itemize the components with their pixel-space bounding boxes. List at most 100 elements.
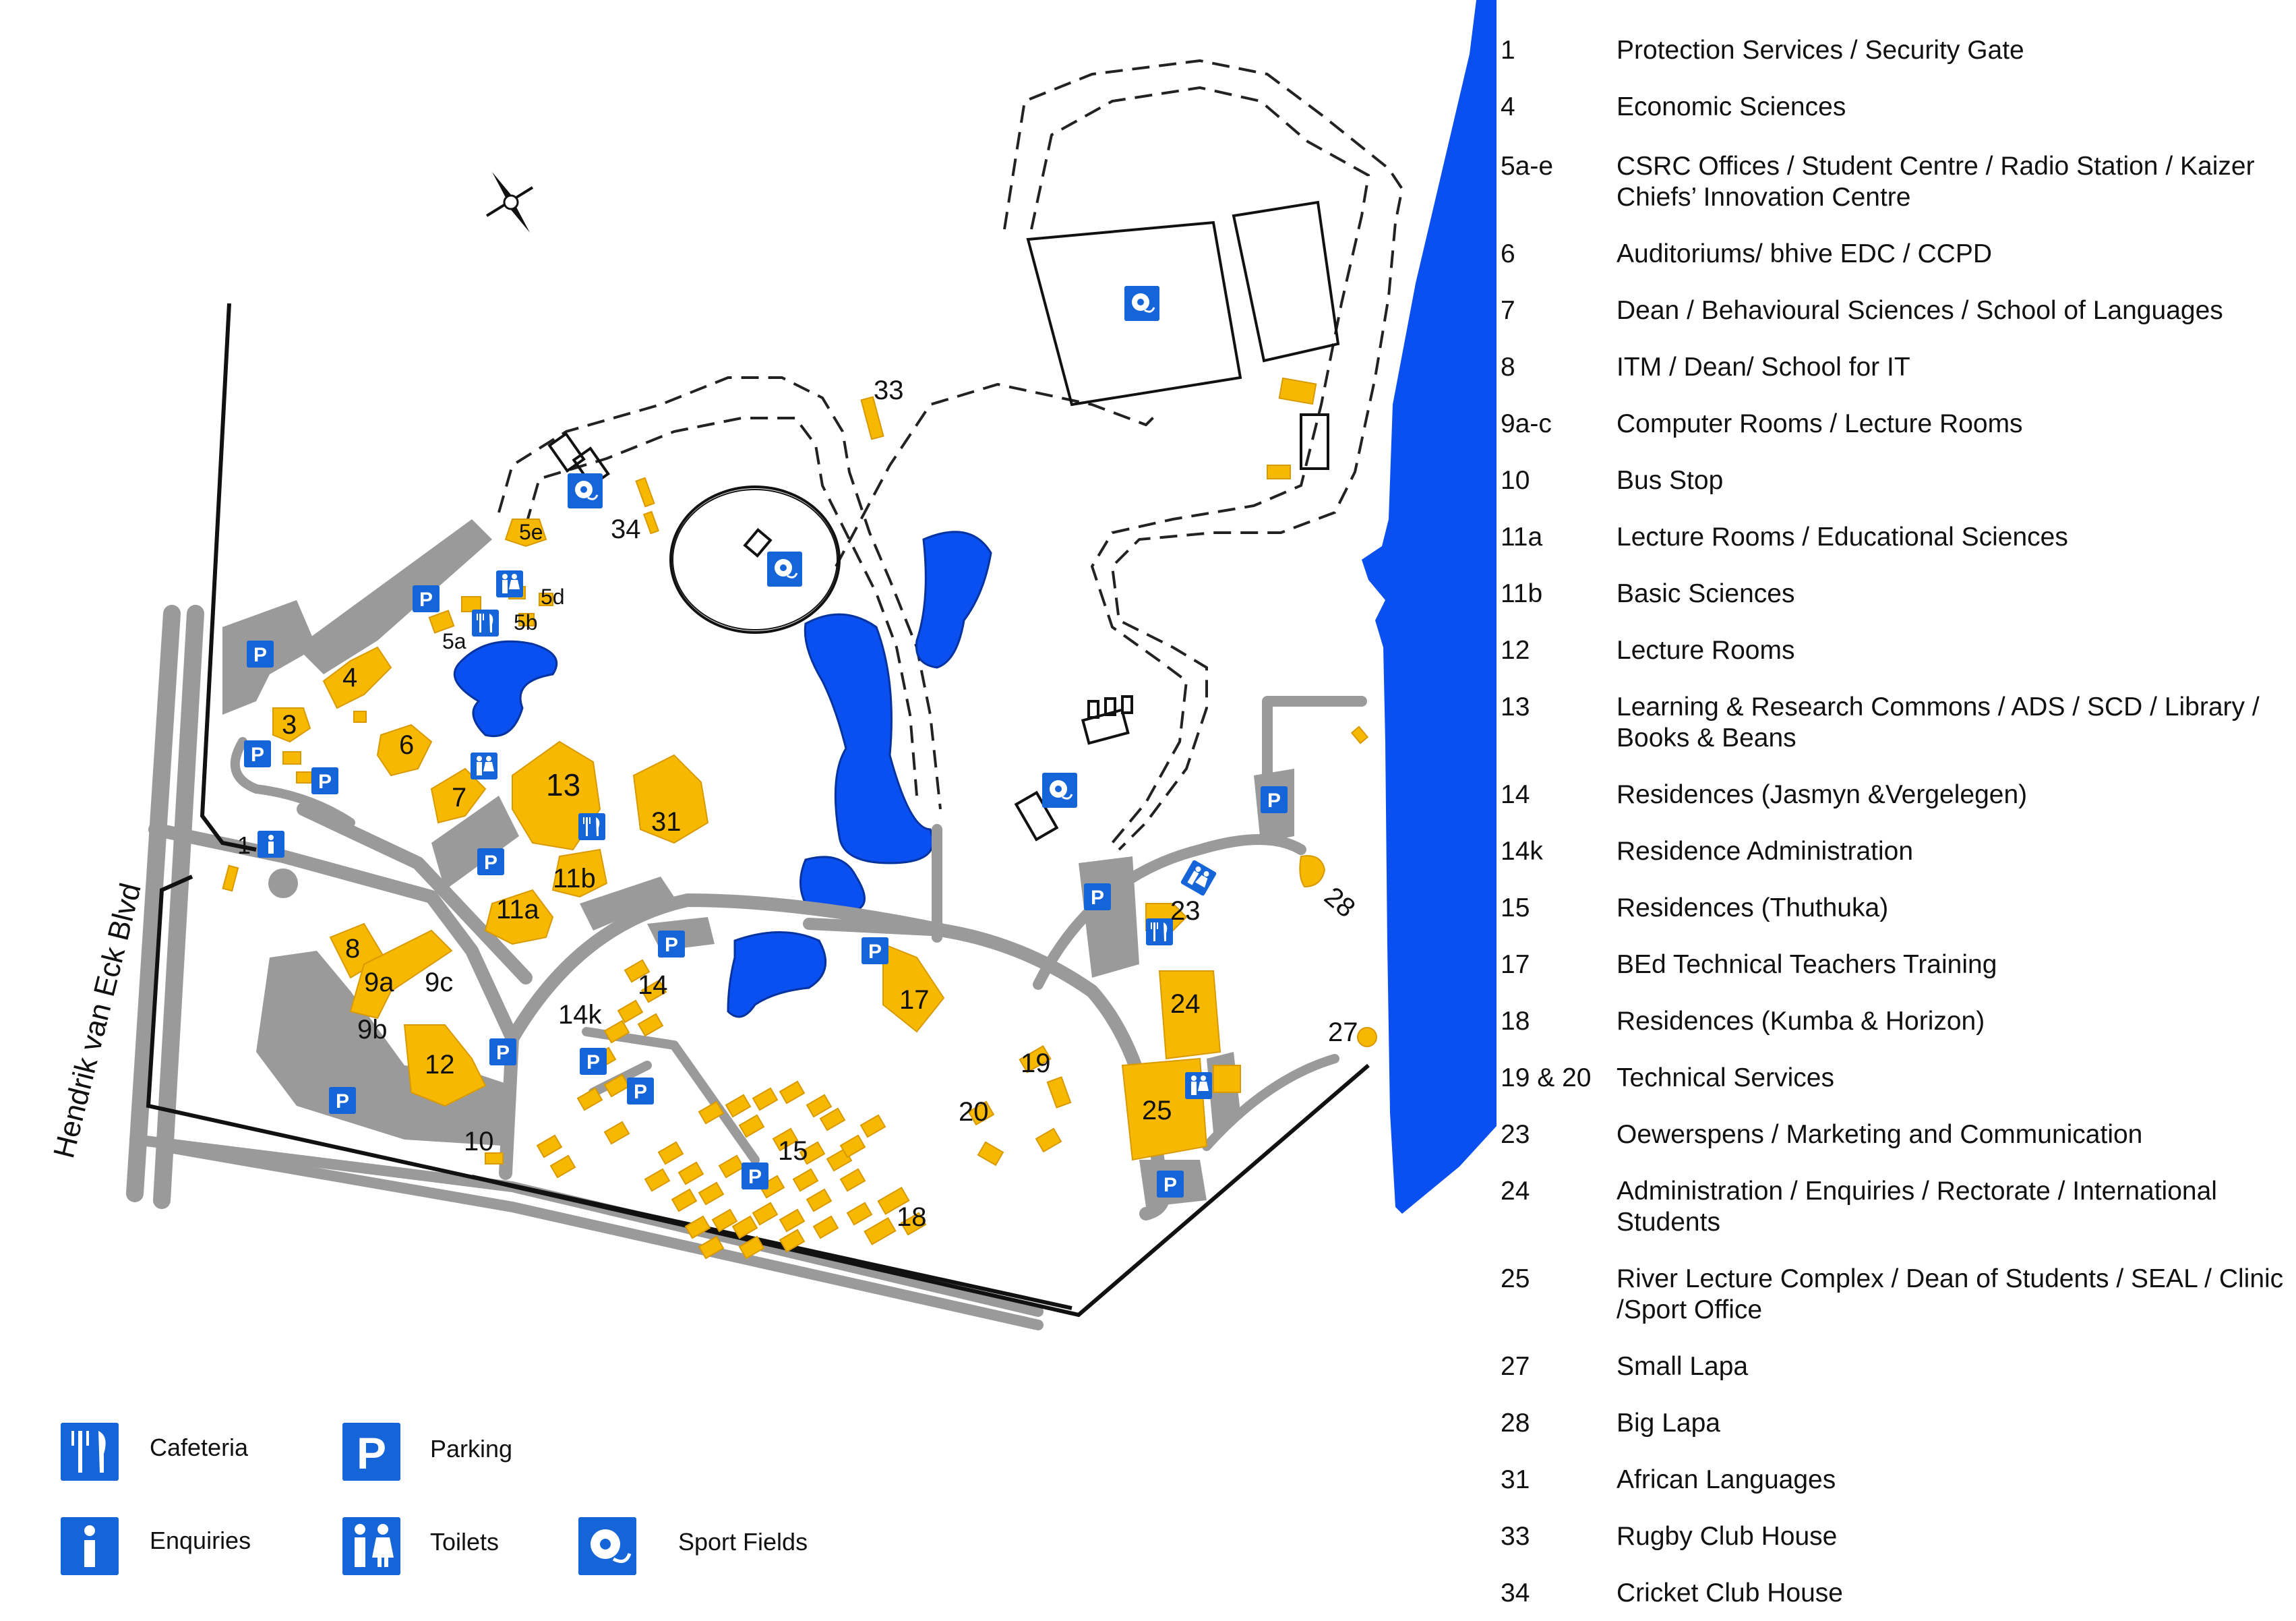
parking-icon[interactable] [1157, 1171, 1184, 1198]
residence-block [671, 1188, 698, 1212]
building-label-25: 25 [1142, 1096, 1172, 1125]
residence-block [758, 1175, 785, 1199]
index-description: Residences (Jasmyn &Vergelegen) [1617, 780, 2028, 809]
building-label-18: 18 [897, 1202, 927, 1232]
index-description: Protection Services / Security Gate [1617, 36, 2024, 65]
building-label-15: 15 [778, 1136, 808, 1166]
residence-block [839, 1134, 866, 1158]
parking-icon[interactable] [862, 937, 888, 964]
index-number: 28 [1501, 1409, 1530, 1438]
residence-block [549, 1154, 576, 1179]
building-label-14: 14 [638, 970, 668, 1000]
parking-icon[interactable] [247, 641, 274, 668]
index-number: 14 [1501, 780, 1530, 809]
index-number: 6 [1501, 239, 1515, 268]
building-label-14k: 14k [558, 1000, 602, 1030]
enquiries-icon [61, 1517, 119, 1575]
building-label-5d: 5d [541, 585, 565, 609]
parking-icon[interactable] [311, 767, 338, 794]
sport-fields-icon[interactable] [566, 472, 604, 510]
residence-block [617, 999, 644, 1024]
index-description: BEd Technical Teachers Training [1617, 950, 1997, 979]
legend-cafeteria-label: Cafeteria [150, 1434, 249, 1461]
sport-fields-icon[interactable] [1041, 771, 1079, 809]
building-label-13: 13 [546, 767, 580, 802]
index-description: Residences (Kumba & Horizon) [1617, 1007, 1985, 1036]
index-number: 34 [1501, 1579, 1530, 1608]
sport-fields-icon[interactable] [766, 550, 804, 588]
residence-block [657, 1141, 684, 1165]
index-number: 23 [1501, 1120, 1530, 1149]
building-label-34: 34 [611, 514, 641, 544]
parking-icon[interactable] [413, 585, 440, 612]
residence-block [792, 1168, 819, 1192]
parking-icon[interactable] [580, 1048, 607, 1075]
toilets-icon[interactable] [1180, 859, 1217, 897]
legend-parking-label: Parking [430, 1435, 513, 1463]
residence-block [677, 1161, 704, 1185]
residence-blocks [536, 959, 886, 1260]
index-number: 18 [1501, 1007, 1530, 1036]
residence-block [731, 1215, 758, 1239]
enquiries-icon[interactable] [258, 831, 284, 858]
parking-icon[interactable] [1261, 786, 1288, 813]
residence-block [772, 1127, 799, 1152]
residence-block [718, 1154, 745, 1179]
cafeteria-icon [61, 1423, 119, 1481]
building-label-27: 27 [1328, 1018, 1358, 1047]
toilets-icon[interactable] [1185, 1072, 1212, 1099]
residence-block [698, 1181, 725, 1206]
residence-block [603, 1121, 630, 1145]
index-description: Administration / Enquiries / Rectorate /… [1617, 1177, 2217, 1237]
compass-icon [485, 172, 534, 233]
parking-icon[interactable] [742, 1162, 768, 1189]
parking-icon[interactable] [1084, 883, 1111, 910]
index-number: 31 [1501, 1465, 1530, 1494]
cafeteria-icon[interactable] [578, 813, 605, 840]
index-description: Oewerspens / Marketing and Communication [1617, 1120, 2143, 1149]
index-description: Rugby Club House [1617, 1522, 1838, 1551]
residence-block [859, 1114, 886, 1138]
sport-fields-icon [578, 1517, 636, 1575]
residence-block [576, 1087, 603, 1111]
residence-block [819, 1107, 846, 1131]
building-label-10: 10 [464, 1127, 494, 1156]
parking-icon[interactable] [489, 1038, 516, 1065]
index-description: Learning & Research Commons / ADS / SCD … [1617, 692, 2260, 753]
parking-icon[interactable] [477, 848, 504, 875]
building-label-33: 33 [874, 376, 904, 405]
parking-icon[interactable] [658, 931, 685, 957]
index-number: 14k [1501, 837, 1543, 866]
building-label-4: 4 [342, 663, 357, 692]
index-description: Lecture Rooms [1617, 636, 1795, 665]
building-label-20: 20 [959, 1097, 989, 1127]
parking-icon[interactable] [244, 740, 271, 767]
index-description: ITM / Dean/ School for IT [1617, 353, 1910, 382]
cafeteria-icon[interactable] [1146, 918, 1173, 945]
index-description: Basic Sciences [1617, 579, 1795, 608]
walking-paths [497, 59, 1404, 851]
index-number: 17 [1501, 950, 1530, 979]
parking-icon[interactable] [627, 1078, 654, 1104]
index-number: 8 [1501, 353, 1515, 382]
sport-fields [547, 200, 1340, 842]
parking-icon[interactable] [329, 1087, 356, 1114]
building-label-1: 1 [237, 831, 251, 859]
index-description: Big Lapa [1617, 1409, 1720, 1438]
building-label-28: 28 [1319, 881, 1360, 923]
residence-block [752, 1087, 779, 1111]
residence-block [812, 1215, 839, 1239]
cafeteria-icon[interactable] [472, 610, 499, 637]
building-label-23: 23 [1170, 896, 1201, 926]
svg-text:P: P [357, 1428, 386, 1478]
residence-block [711, 1208, 738, 1233]
toilets-icon[interactable] [471, 753, 497, 779]
index-number: 12 [1501, 636, 1530, 665]
toilets-icon[interactable] [496, 570, 523, 597]
building-label-8: 8 [345, 934, 360, 964]
residence-block [725, 1094, 752, 1118]
index-number: 27 [1501, 1352, 1530, 1381]
sport-fields-icon[interactable] [1123, 285, 1161, 322]
building-label-9c: 9c [425, 968, 453, 997]
building-label-5b: 5b [514, 610, 538, 635]
